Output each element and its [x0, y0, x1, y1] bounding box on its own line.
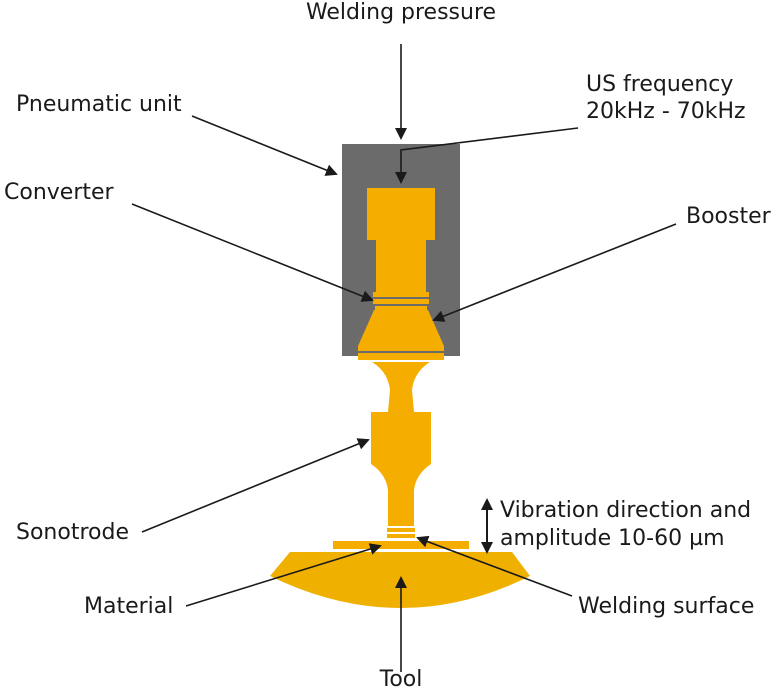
- booster-leader: [432, 223, 677, 322]
- vibration-arrowhead-up: [481, 498, 493, 510]
- sonotrode-block: [371, 412, 431, 464]
- converter-ring-3: [375, 306, 427, 310]
- sonotrode-leader: [141, 438, 370, 533]
- label-welding-surface: Welding surface: [578, 594, 755, 619]
- booster-body: [358, 310, 444, 346]
- sonotrode-tip-ring-2: [387, 534, 415, 538]
- label-us-frequency-range: 20kHz - 70kHz: [586, 99, 746, 124]
- material-leader: [185, 543, 382, 607]
- label-vibration-amplitude: amplitude 10-60 µm: [500, 526, 725, 551]
- converter-neck: [376, 240, 426, 292]
- tool-anvil: [270, 552, 530, 608]
- label-vibration-direction: Vibration direction and: [500, 498, 752, 523]
- welding-surface-leader: [416, 535, 573, 597]
- us-frequency-arrow: [395, 127, 579, 184]
- label-booster: Booster: [686, 204, 771, 229]
- converter-block: [367, 188, 435, 240]
- sonotrode-lower: [371, 464, 431, 526]
- sonotrode-upper: [372, 362, 430, 412]
- booster-flange-top: [358, 346, 444, 351]
- vibration-arrowhead-down: [481, 542, 493, 554]
- label-converter: Converter: [4, 180, 114, 205]
- converter-ring-2: [373, 299, 429, 304]
- sonotrode-tip-ring-1: [387, 528, 415, 532]
- converter-ring-1: [373, 292, 429, 297]
- converter-leader: [131, 203, 374, 302]
- label-tool: Tool: [379, 667, 423, 692]
- label-pneumatic-unit: Pneumatic unit: [16, 92, 182, 117]
- label-us-frequency: US frequency: [586, 72, 734, 97]
- material-plate: [333, 541, 469, 549]
- booster-flange-bottom: [358, 353, 444, 360]
- label-welding-pressure: Welding pressure: [305, 0, 497, 25]
- pneumatic-unit-leader: [191, 115, 338, 176]
- label-material: Material: [84, 594, 174, 619]
- label-sonotrode: Sonotrode: [16, 520, 129, 545]
